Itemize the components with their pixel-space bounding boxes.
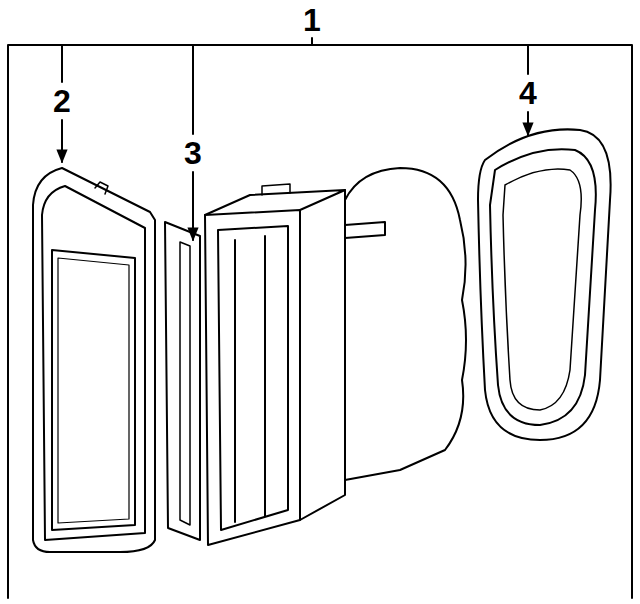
duct-seal <box>478 129 611 440</box>
gasket <box>165 222 200 540</box>
air-cleaner-housing <box>205 168 466 545</box>
callout-number: 1 <box>300 4 324 36</box>
group-bracket <box>8 38 632 598</box>
callout-number: 4 <box>516 77 540 109</box>
air-cleaner-cover <box>33 168 155 552</box>
callout-number: 3 <box>181 137 205 169</box>
callout-number: 2 <box>50 85 74 117</box>
